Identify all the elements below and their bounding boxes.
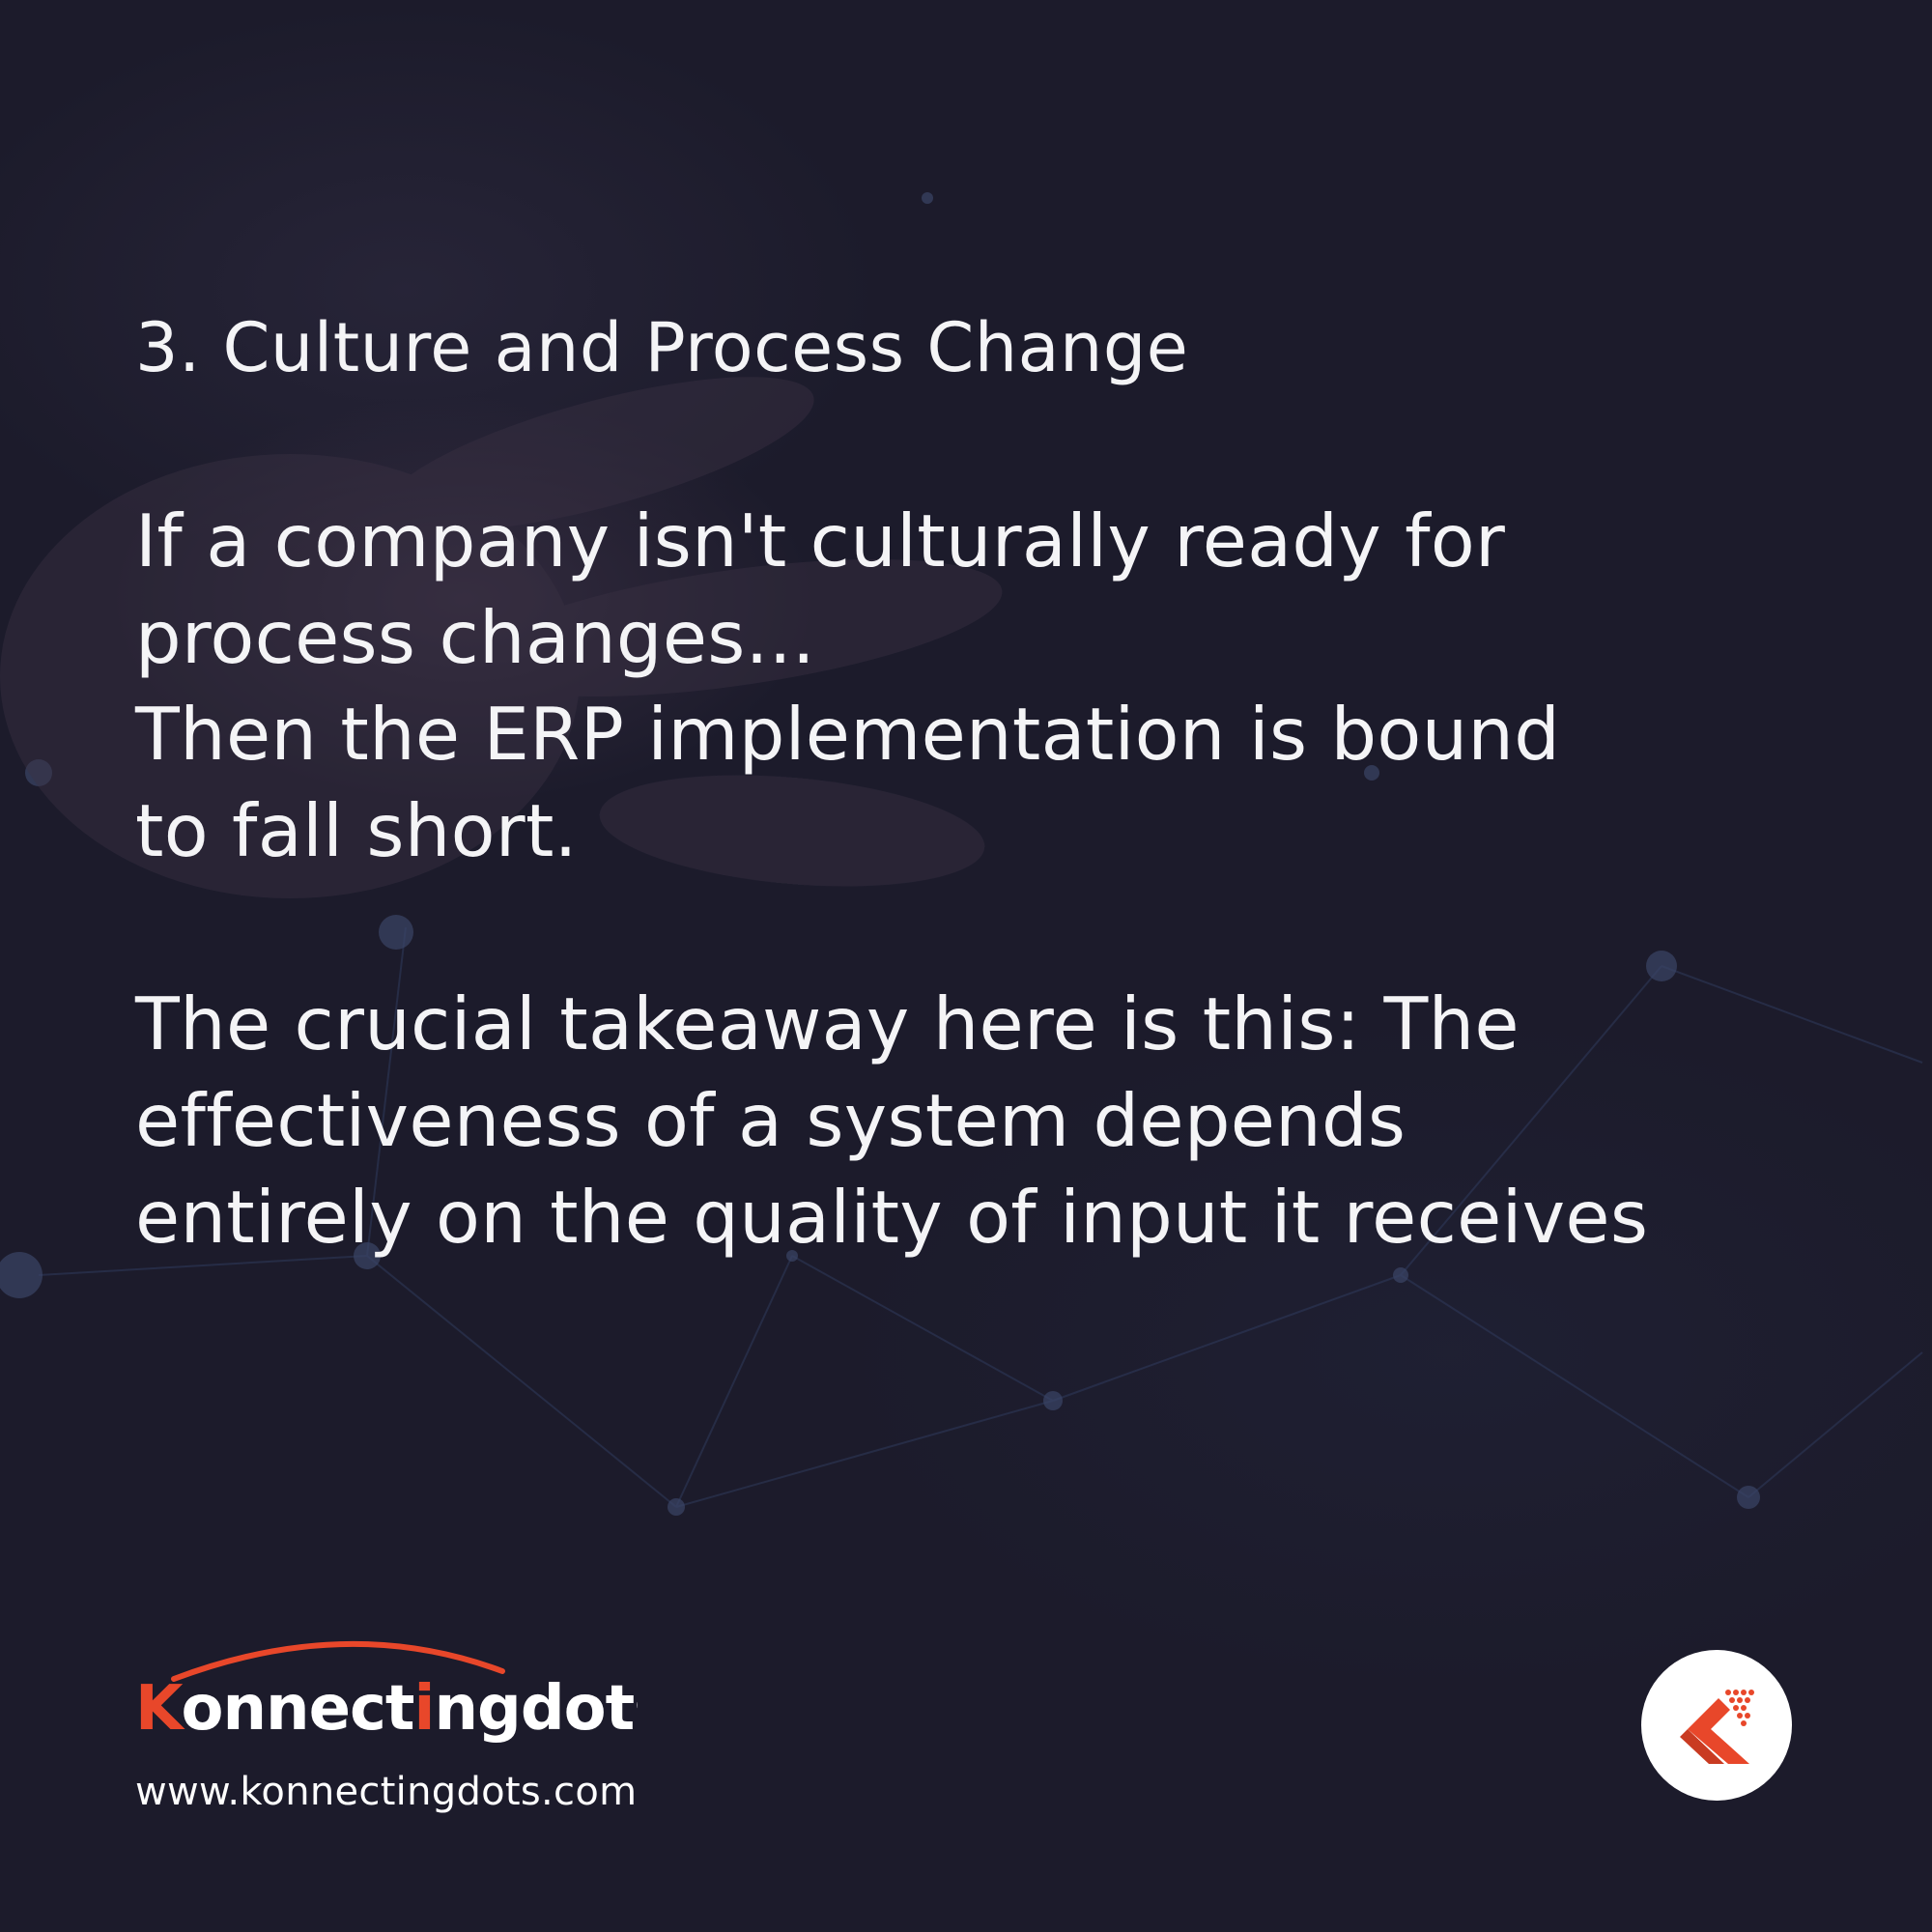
paragraph-line: effectiveness of a system depends	[135, 1078, 1406, 1163]
main-content: 3. Culture and Process Change If a compa…	[135, 299, 1874, 1362]
paragraph-line: Then the ERP implementation is bound	[135, 692, 1561, 777]
paragraph-line: entirely on the quality of input it rece…	[135, 1175, 1649, 1260]
paragraph-line: to fall short.	[135, 788, 578, 873]
paragraph-line: If a company isn't culturally ready for	[135, 498, 1506, 583]
paragraph-line: The crucial takeaway here is this: The	[135, 981, 1520, 1066]
paragraph-culture-readiness: If a company isn't culturally ready for …	[135, 493, 1874, 879]
konnectingdots-logo: Konnectingdots	[135, 1640, 638, 1745]
svg-text:Konnectingdots: Konnectingdots	[135, 1673, 638, 1745]
paragraph-line: process changes...	[135, 595, 816, 680]
paragraph-takeaway: The crucial takeaway here is this: The e…	[135, 976, 1874, 1265]
section-heading: 3. Culture and Process Change	[135, 308, 1189, 387]
website-url[interactable]: www.konnectingdots.com	[135, 1770, 638, 1814]
brand-badge	[1641, 1650, 1792, 1801]
konnectingdots-k-icon	[1680, 1690, 1754, 1764]
